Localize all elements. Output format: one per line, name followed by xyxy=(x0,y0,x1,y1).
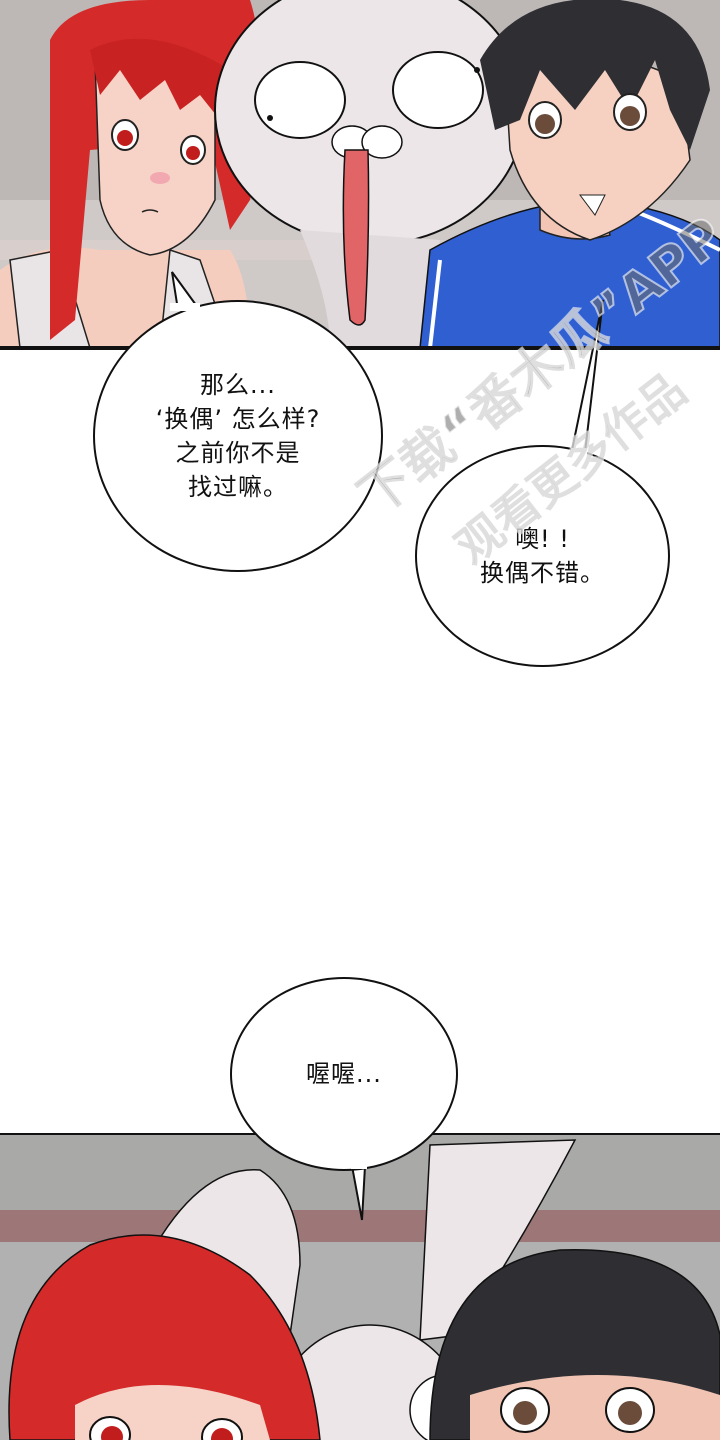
speech-bubble-2: 噢! ! 换偶不错。 xyxy=(415,445,670,667)
comic-panel-top xyxy=(0,0,720,348)
panel-border-top xyxy=(0,346,720,350)
panel-bottom-illustration xyxy=(0,1135,720,1440)
speech-bubble-1: 那么... ‘换偶’ 怎么样? 之前你不是 找过嘛。 xyxy=(93,300,383,572)
panel-top-illustration xyxy=(0,0,720,348)
speech-bubble-3-text: 喔喔... xyxy=(306,1060,382,1088)
speech-bubble-1-text: 那么... ‘换偶’ 怎么样? 之前你不是 找过嘛。 xyxy=(155,371,321,501)
tail-joint-2 xyxy=(571,448,587,456)
comic-panel-bottom xyxy=(0,1135,720,1440)
speech-bubble-2-text: 噢! ! 换偶不错。 xyxy=(480,525,605,587)
tail-joint-3 xyxy=(351,1160,367,1169)
tail-joint-1 xyxy=(170,303,200,311)
speech-bubble-3: 喔喔... xyxy=(230,977,458,1171)
